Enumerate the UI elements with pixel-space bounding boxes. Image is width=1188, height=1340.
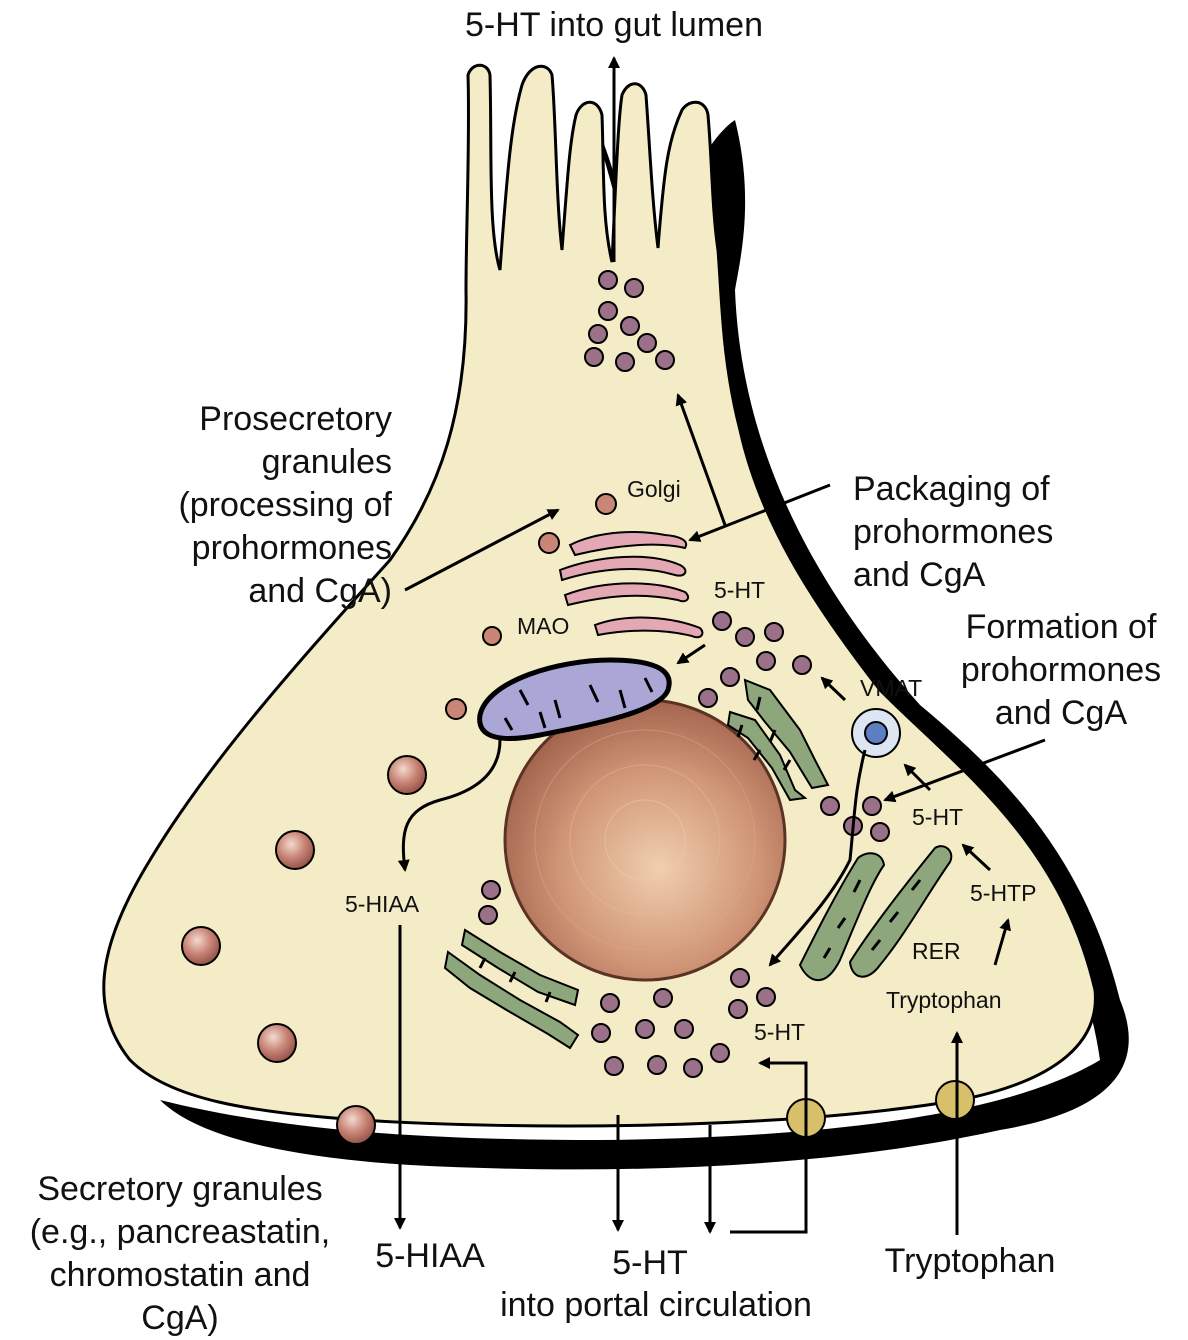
secretory-line-3: chromostatin and	[4, 1254, 356, 1297]
hiaa-out-label: 5-HIAA	[350, 1235, 510, 1278]
nucleus	[505, 700, 785, 980]
tryptophan-in-label: Tryptophan	[886, 986, 1002, 1014]
packaging-line-3: and CgA	[853, 554, 1173, 597]
ht-out-label: 5-HT	[580, 1242, 720, 1285]
formation-line-2: prohormones	[940, 649, 1182, 692]
hiaa-in-label: 5-HIAA	[345, 890, 419, 918]
prosecretory-line-1: Prosecretory	[100, 398, 392, 441]
prosecretory-line-3: (processing of	[100, 484, 392, 527]
prosecretory-line-4: prohormones	[100, 527, 392, 570]
ht-golgi-label: 5-HT	[714, 576, 765, 604]
mao-label: MAO	[517, 612, 569, 640]
secretory-line-1: Secretory granules	[4, 1168, 356, 1211]
prosecretory-line-5: and CgA)	[100, 570, 392, 613]
ht-bottom-label: 5-HT	[754, 1018, 805, 1046]
secretory-label: Secretory granules (e.g., pancreastatin,…	[4, 1168, 356, 1340]
packaging-line-2: prohormones	[853, 511, 1173, 554]
vmat-label: VMAT	[860, 674, 922, 702]
ht-vmat-label: 5-HT	[912, 803, 963, 831]
top-label: 5-HT into gut lumen	[404, 4, 824, 47]
secretory-line-2: (e.g., pancreastatin,	[4, 1211, 356, 1254]
portal-label: into portal circulation	[470, 1284, 842, 1327]
htp-label: 5-HTP	[970, 879, 1036, 907]
tryptophan-out-label: Tryptophan	[860, 1240, 1080, 1283]
secretory-line-4: CgA)	[4, 1297, 356, 1340]
packaging-line-1: Packaging of	[853, 468, 1173, 511]
vmat-transporter	[852, 709, 900, 757]
golgi-label: Golgi	[627, 475, 681, 503]
formation-line-1: Formation of	[940, 606, 1182, 649]
packaging-label: Packaging of prohormones and CgA	[853, 468, 1173, 597]
formation-label: Formation of prohormones and CgA	[940, 606, 1182, 735]
rer-label: RER	[912, 937, 961, 965]
prosecretory-line-2: granules	[100, 441, 392, 484]
formation-line-3: and CgA	[940, 692, 1182, 735]
prosecretory-label: Prosecretory granules (processing of pro…	[100, 398, 392, 613]
